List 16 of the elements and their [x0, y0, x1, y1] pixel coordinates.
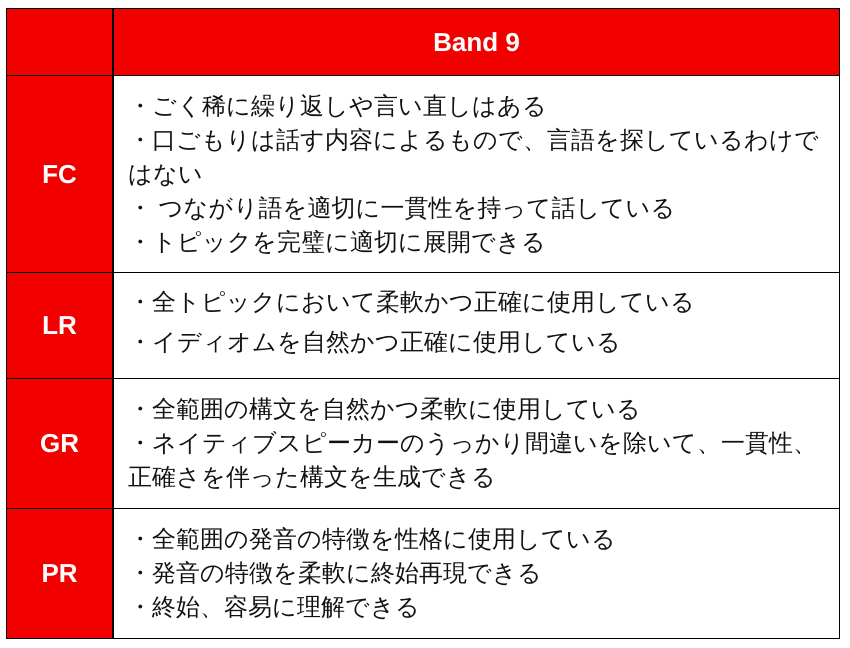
bullet-text: ・ つながり語を適切に一貫性を持って話している [128, 194, 677, 224]
header-cell: Band 9 [113, 8, 840, 76]
bullet-text: ・口ごもりは話す内容によるもので、言語を探しているわけではない [128, 126, 820, 190]
bullet-text: ・全トピックにおいて柔軟かつ正確に使用している [128, 288, 696, 318]
bullet-text: ・トピックを完璧に適切に展開できる [128, 228, 547, 258]
row-header-cell: FC [6, 75, 113, 273]
bullet-text: ・ネイティブスピーカーのうっかり間違いを除いて、一貫性、正確さを伴った構文を生成できる [128, 429, 818, 493]
row-header-cell: GR [6, 378, 113, 509]
bullet-text: ・全範囲の構文を自然かつ柔軟に使用している [128, 395, 642, 425]
bullet-text: ・全範囲の発音の特徴を性格に使用している [128, 525, 617, 555]
row-header-cell: LR [6, 272, 113, 379]
bullet-text: ・終始、容易に理解できる [128, 593, 421, 623]
row-header-cell: PR [6, 508, 113, 639]
bullet-text: ・発音の特徴を柔軟に終始再現できる [128, 559, 543, 589]
bullet-text: ・イディオムを自然かつ正確に使用している [128, 328, 622, 358]
bullet-text: ・ごく稀に繰り返しや言い直しはある [128, 92, 548, 122]
